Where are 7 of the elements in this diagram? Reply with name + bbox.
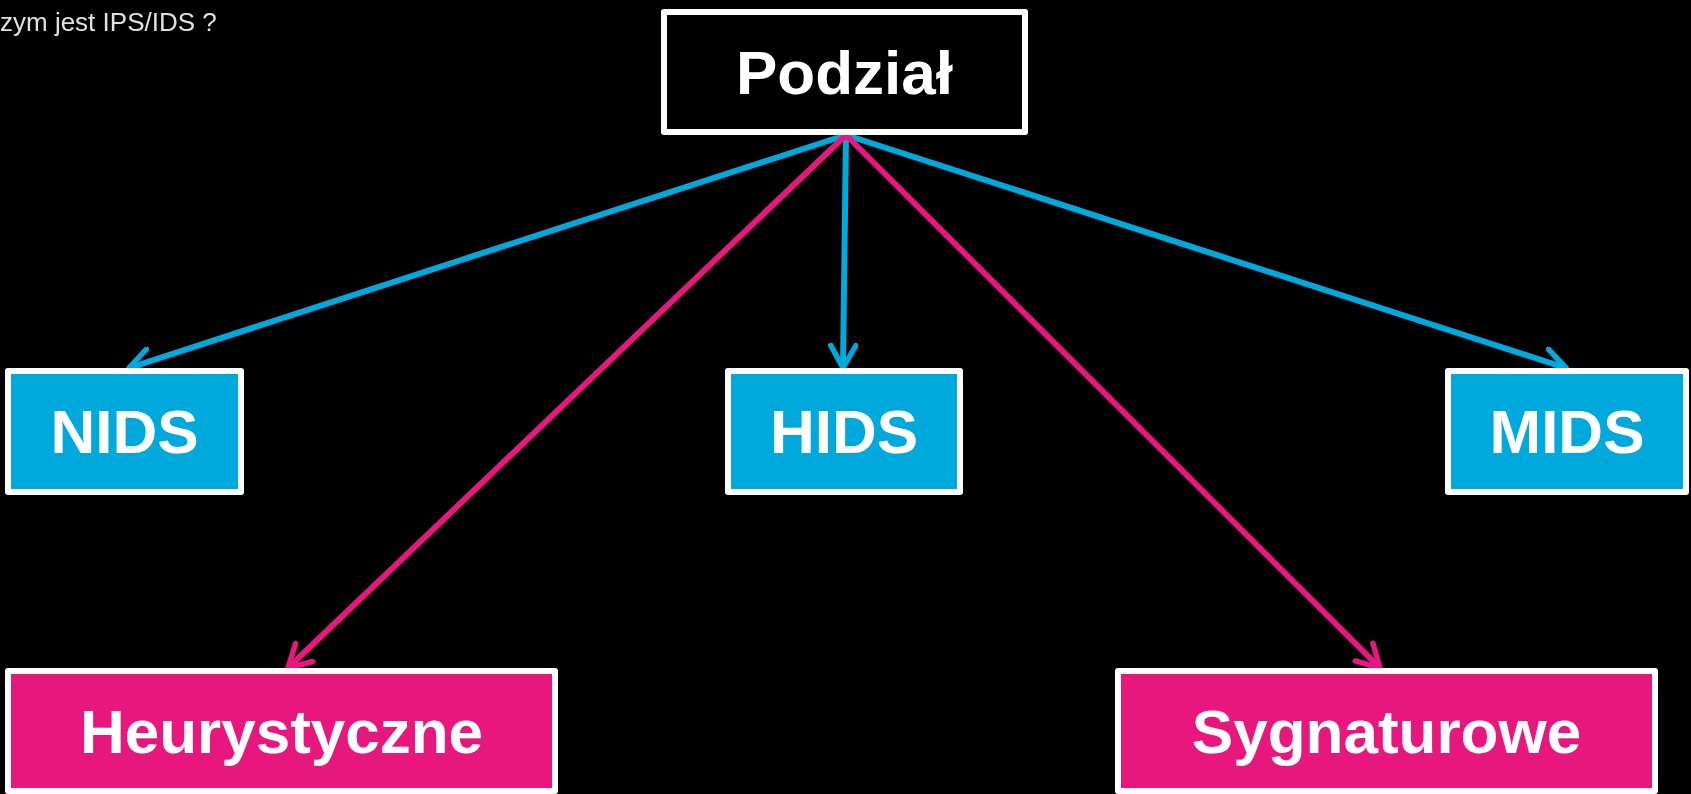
category-box: Podział xyxy=(661,9,1028,135)
title-text: zym jest IPS/IDS ? xyxy=(0,6,217,39)
category-box: NIDS xyxy=(5,368,244,495)
category-box: Sygnaturowe xyxy=(1115,668,1658,794)
category-box: MIDS xyxy=(1445,368,1689,495)
category-box: Heurystyczne xyxy=(5,668,558,794)
category-box: HIDS xyxy=(725,368,963,495)
